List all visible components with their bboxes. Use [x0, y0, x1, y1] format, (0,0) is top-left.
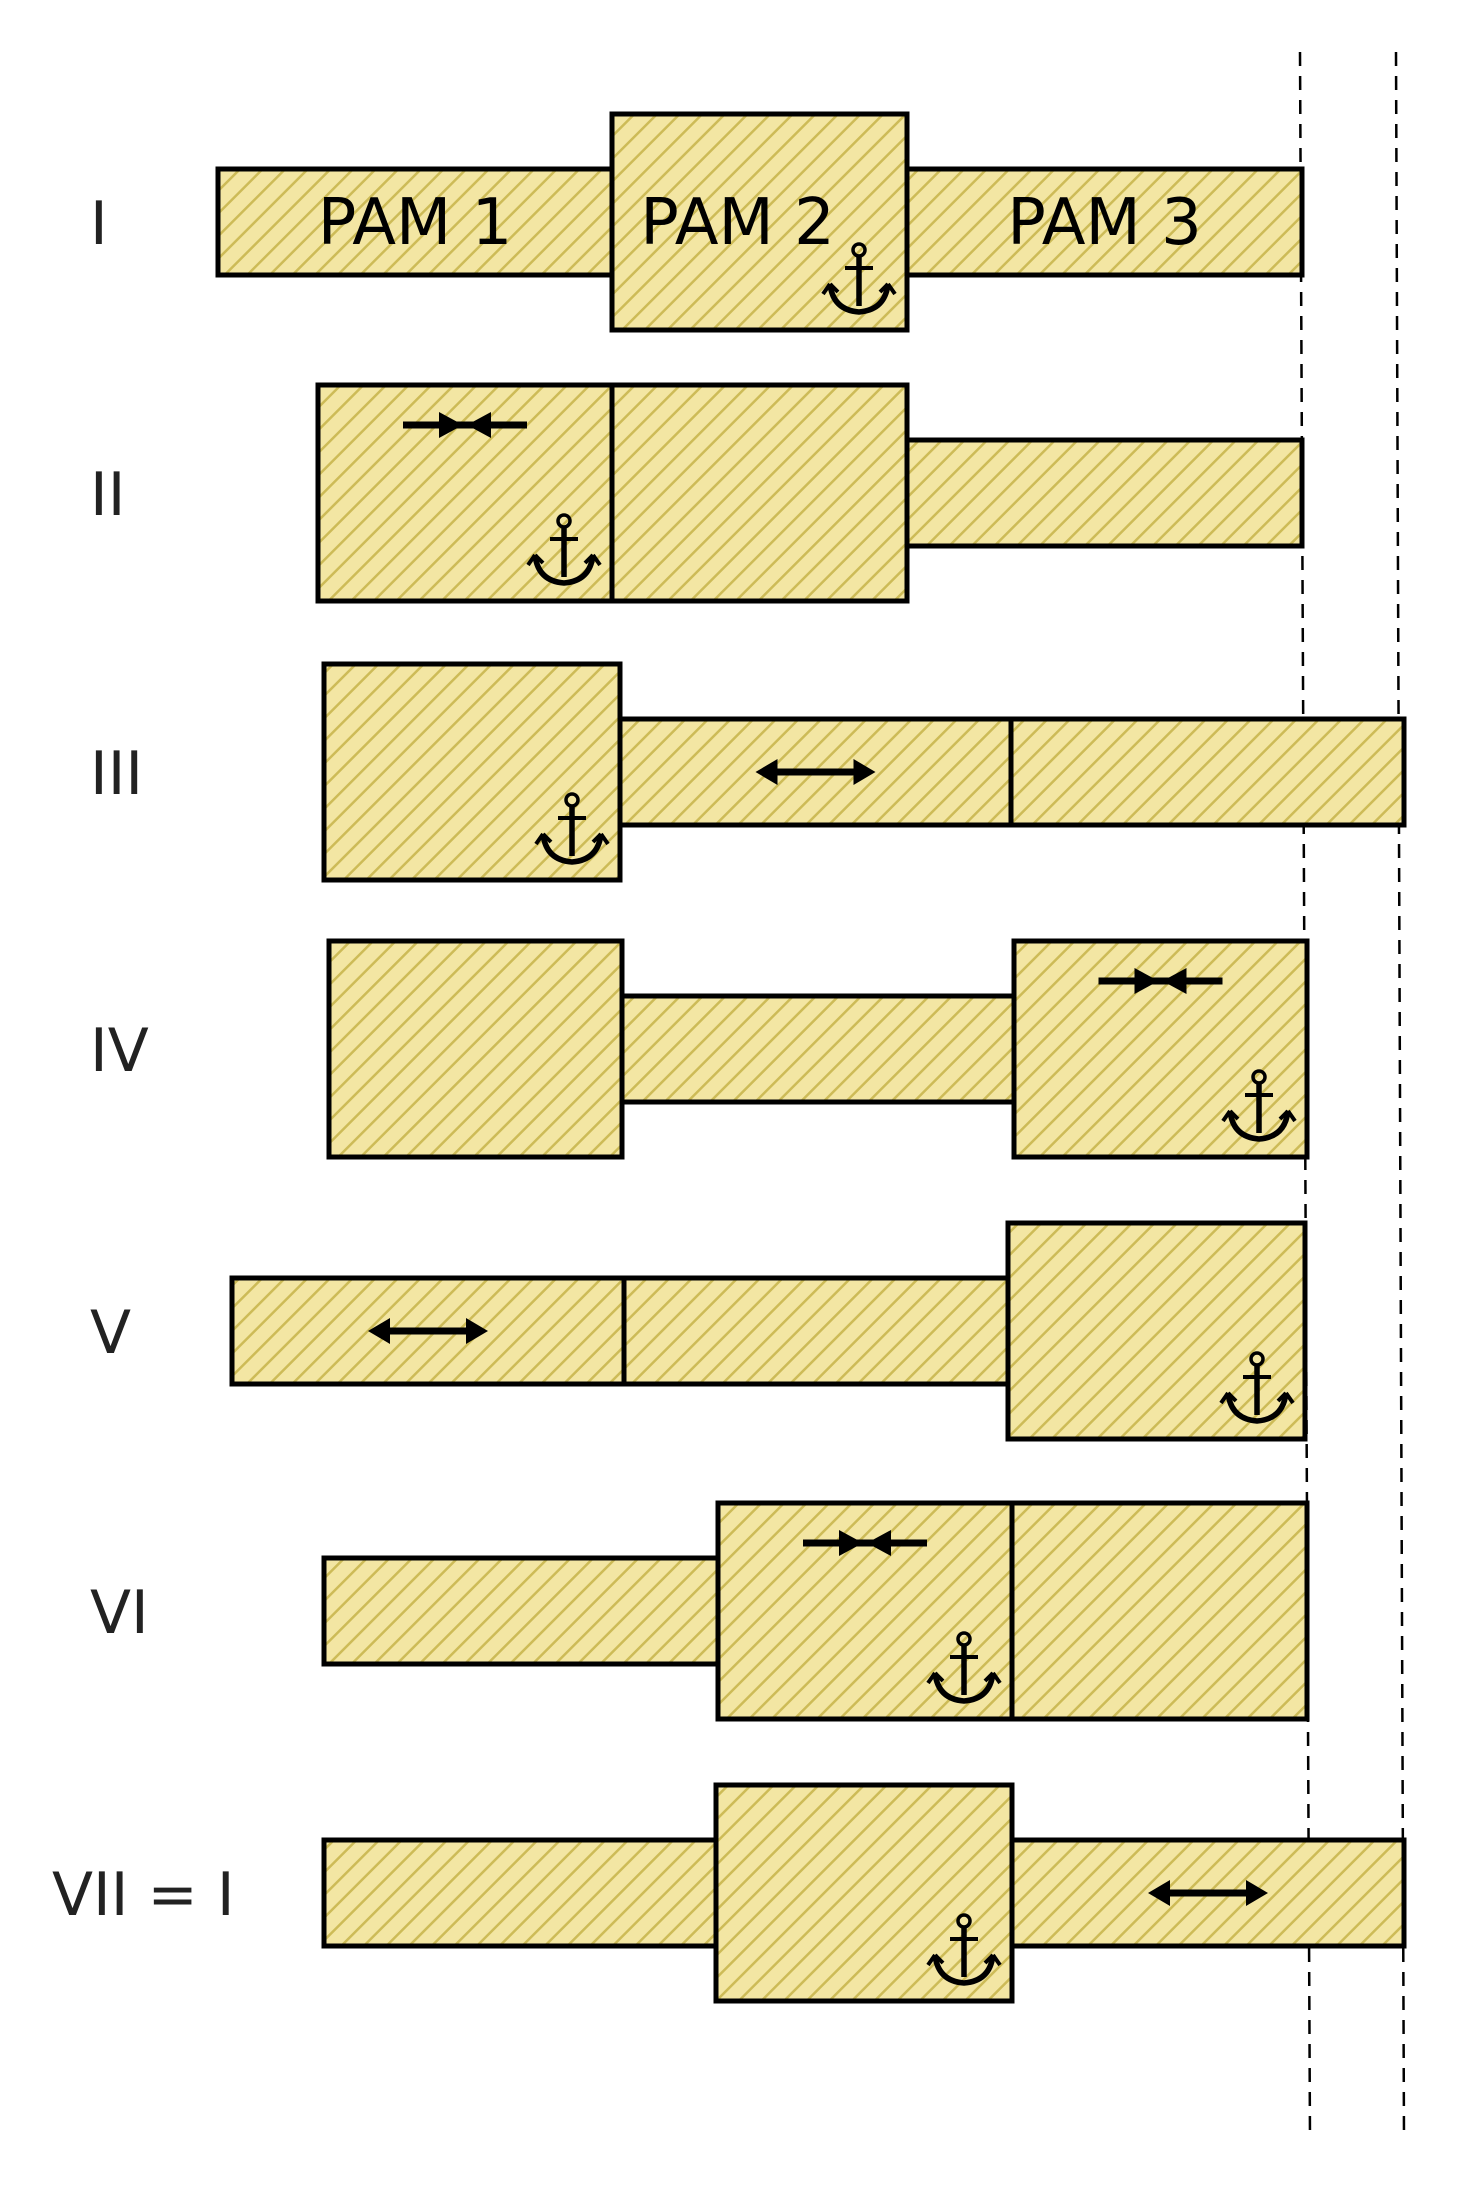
stage-row: [229, 1220, 1308, 1442]
contract-icon: [1098, 968, 1223, 994]
contract-icon: [803, 1530, 927, 1556]
pam-segment-2: [713, 1782, 1015, 2004]
stage-rows: PAM 1 PAM 2 PAM 3: [215, 111, 1407, 2004]
pam-label: PAM 3: [1007, 186, 1202, 260]
extend-icon: [368, 1318, 488, 1344]
guide-line-right: [1394, 51, 1406, 2141]
pam-segment-3: [1008, 716, 1407, 828]
pam-segment-1: [326, 938, 625, 1160]
stage-label: V: [90, 1298, 131, 1368]
pam-segment-3: [904, 437, 1305, 549]
stage-row: [321, 1500, 1310, 1722]
pam-label: PAM 2: [640, 186, 835, 260]
pam-segment-2: [715, 1500, 1015, 1722]
guide-lines: [1298, 51, 1406, 2141]
pam-segment-2: [619, 993, 1017, 1105]
stage-row: [321, 1782, 1407, 2004]
stage-label: IV: [90, 1016, 149, 1086]
pam-label: PAM 1: [318, 186, 513, 260]
stage-row: [326, 938, 1310, 1160]
stage-label: VII = I: [52, 1860, 235, 1930]
stage-row: [315, 382, 1305, 604]
pam-segment-3: [1009, 1500, 1310, 1722]
stage-label: I: [90, 189, 108, 259]
pam-segment-1: [321, 1837, 719, 1949]
contract-icon: [403, 412, 527, 438]
pam-segment-2: [621, 1275, 1011, 1387]
extend-icon: [1148, 1880, 1268, 1906]
pam-segment-3: [1011, 938, 1310, 1160]
pam-segment-2: [609, 382, 910, 604]
stage-label: III: [90, 739, 143, 809]
stage-label: VI: [90, 1578, 149, 1648]
stage-row: [321, 661, 1407, 883]
extend-icon: [755, 759, 876, 785]
stage-label: II: [90, 460, 125, 530]
pam-segment-1: [321, 1555, 721, 1667]
stage-row: PAM 1 PAM 2 PAM 3: [215, 111, 1305, 333]
pam-segment-3: [1005, 1220, 1308, 1442]
pam-segment-1: [315, 382, 615, 604]
pam-segment-1: [321, 661, 623, 883]
